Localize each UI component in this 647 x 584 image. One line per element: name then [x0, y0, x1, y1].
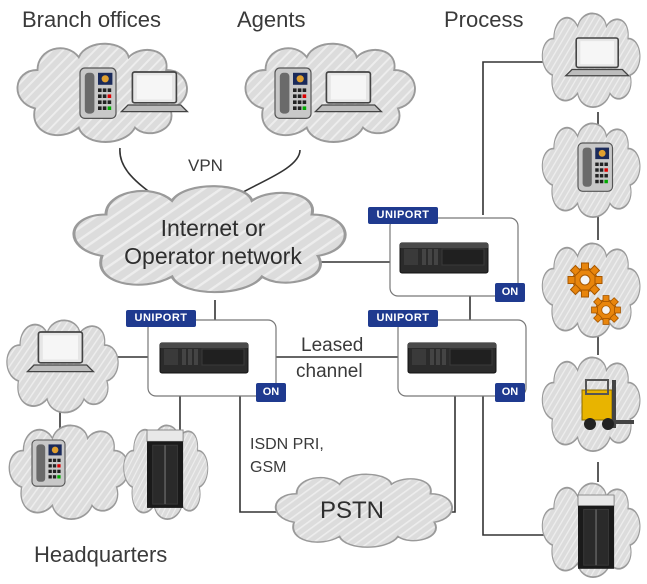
ip-phone-icon — [274, 67, 312, 120]
ip-phone-icon — [79, 67, 117, 120]
server-rack-icon — [577, 494, 616, 570]
ip-phone-icon — [31, 439, 66, 487]
rackmount-server-icon — [399, 242, 489, 274]
uniport-badge: UNIPORT — [368, 310, 438, 327]
process-title: Process — [444, 7, 524, 32]
on-badge: ON — [495, 283, 525, 302]
leased-label: Leased — [301, 335, 364, 356]
gears-icon — [567, 262, 603, 298]
forklift-icon — [581, 379, 634, 430]
rackmount-server-icon — [407, 342, 497, 374]
ip-phone-icon — [577, 142, 614, 192]
isdn-label: ISDN PRI, — [250, 436, 324, 453]
uniport-badge: UNIPORT — [368, 207, 438, 224]
on-badge: ON — [256, 383, 286, 402]
rackmount-server-icon — [159, 342, 249, 374]
uniport-badge: UNIPORT — [126, 310, 196, 327]
internet-label: Internet or — [160, 215, 266, 241]
hq-phone-cloud — [8, 424, 130, 521]
headquarters-title: Headquarters — [34, 542, 168, 567]
operator-network-label: Operator network — [124, 243, 302, 269]
channel-label: channel — [296, 361, 363, 382]
gsm-label: GSM — [250, 459, 287, 476]
gears-icon-small — [591, 295, 621, 325]
pstn-label: PSTN — [320, 497, 385, 524]
vpn-label: VPN — [188, 156, 223, 175]
on-badge: ON — [495, 383, 525, 402]
server-rack-icon — [146, 429, 185, 509]
branch-offices-title: Branch offices — [22, 7, 162, 32]
agents-title: Agents — [237, 7, 306, 32]
